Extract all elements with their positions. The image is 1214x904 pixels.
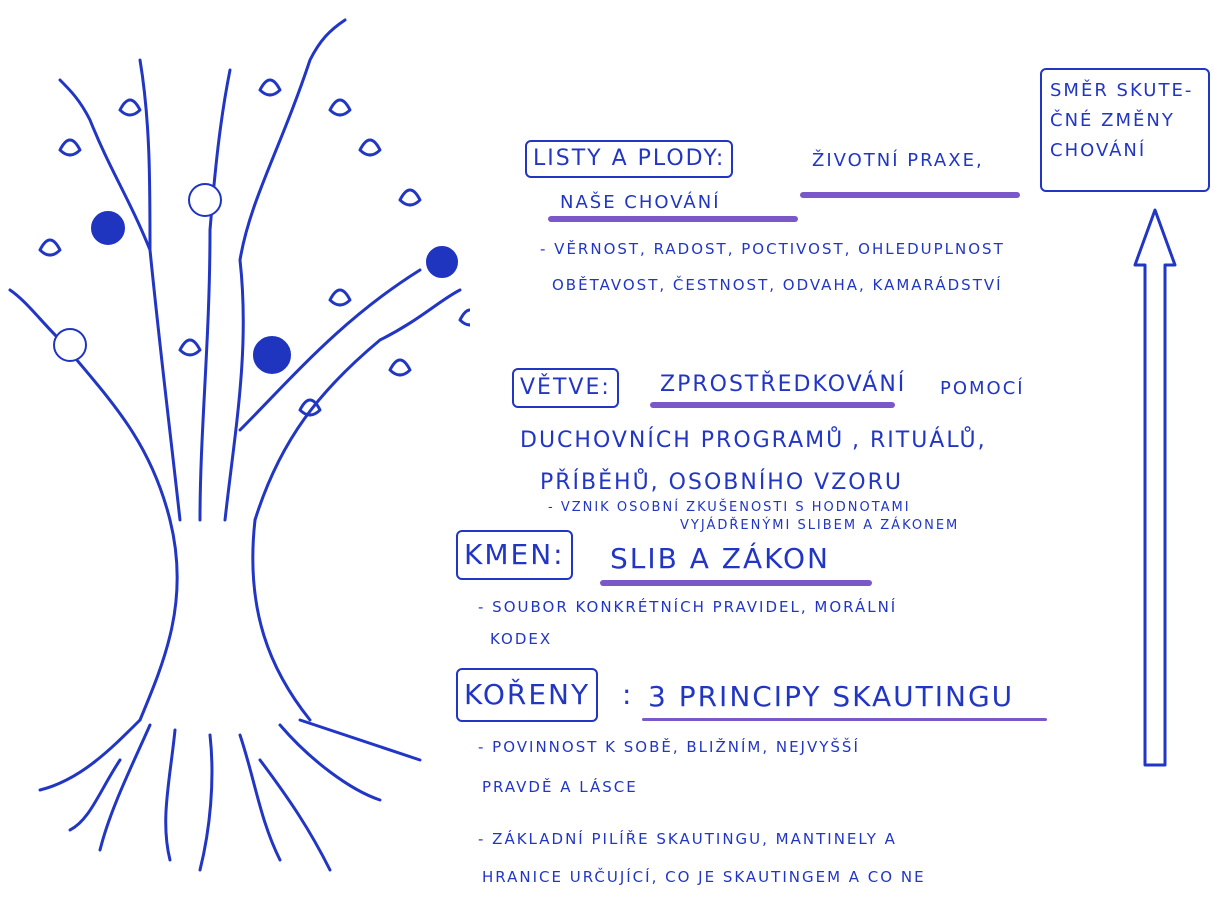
direction-arrow — [1133, 208, 1177, 767]
roots-label-box: KOŘENY — [456, 668, 599, 722]
trunk-bullet-2: KODEX — [490, 630, 553, 648]
roots-bullet-1: - POVINNOST K SOBĚ, BLIŽNÍM, NEJVYŠŠÍ — [478, 738, 860, 756]
direction-line-2: ČNÉ ZMĚNY — [1050, 110, 1175, 131]
roots-bullet-2: PRAVDĚ A LÁSCE — [482, 778, 638, 796]
roots-bullet-3: - ZÁKLADNÍ PILÍŘE SKAUTINGU, MANTINELY A — [478, 830, 897, 848]
trunk-title: SLIB A ZÁKON — [610, 542, 830, 575]
branches-title-underline — [650, 402, 895, 408]
tree-illustration — [8, 18, 470, 872]
roots-title: 3 PRINCIPY SKAUTINGU — [648, 680, 1015, 713]
branches-bullet-1: - VZNIK OSOBNÍ ZKUŠENOSTI S HODNOTAMI — [548, 500, 911, 515]
roots-title-underline — [642, 718, 1047, 721]
branches-label: VĚTVE: — [520, 375, 611, 400]
tree-trunk — [138, 518, 312, 722]
leaves-label: LISTY A PLODY: — [533, 146, 726, 171]
branches-label-box: VĚTVE: — [512, 368, 619, 408]
direction-line-3: CHOVÁNÍ — [1050, 140, 1147, 161]
tree-roots — [38, 718, 422, 872]
leaves-label-box: LISTY A PLODY: — [525, 140, 734, 178]
leaves-title-underline-a — [800, 192, 1020, 198]
leaves-bullet-2: OBĚTAVOST, ČESTNOST, ODVAHA, KAMARÁDSTVÍ — [552, 276, 1003, 294]
leaves-bullet-1: - VĚRNOST, RADOST, POCTIVOST, OHLEDUPLNO… — [540, 240, 1005, 258]
branches-line-3: PŘÍBĚHŮ, OSOBNÍHO VZORU — [540, 470, 903, 495]
branches-line-2a: DUCHOVNÍCH PROGRAMŮ — [520, 428, 845, 453]
leaves-title-a: ŽIVOTNÍ PRAXE, — [812, 150, 984, 171]
roots-colon: : — [622, 678, 634, 711]
branches-title-b: POMOCÍ — [940, 378, 1025, 399]
leaves-title-underline-b — [548, 216, 798, 222]
roots-bullet-4: HRANICE URČUJÍCÍ, CO JE SKAUTINGEM A CO … — [482, 868, 926, 886]
leaves-title-b: NAŠE CHOVÁNÍ — [560, 192, 721, 213]
tree-leaves — [38, 78, 470, 417]
trunk-bullet-1: - SOUBOR KONKRÉTNÍCH PRAVIDEL, MORÁLNÍ — [478, 598, 898, 616]
direction-line-1: SMĚR SKUTE- — [1050, 80, 1194, 101]
tree-fruits — [53, 183, 458, 374]
tree-branches — [8, 18, 462, 522]
branches-line-2b: , RITUÁLŮ, — [852, 428, 987, 453]
roots-label: KOŘENY — [464, 678, 591, 711]
branches-bullet-2: VYJÁDŘENÝMI SLIBEM A ZÁKONEM — [680, 518, 960, 533]
direction-box: SMĚR SKUTE- ČNÉ ZMĚNY CHOVÁNÍ — [1040, 68, 1210, 192]
trunk-label-box: KMEN: — [456, 530, 573, 580]
trunk-title-underline — [600, 580, 872, 586]
branches-title-a: ZPROSTŘEDKOVÁNÍ — [660, 372, 907, 397]
trunk-label: KMEN: — [464, 538, 565, 571]
